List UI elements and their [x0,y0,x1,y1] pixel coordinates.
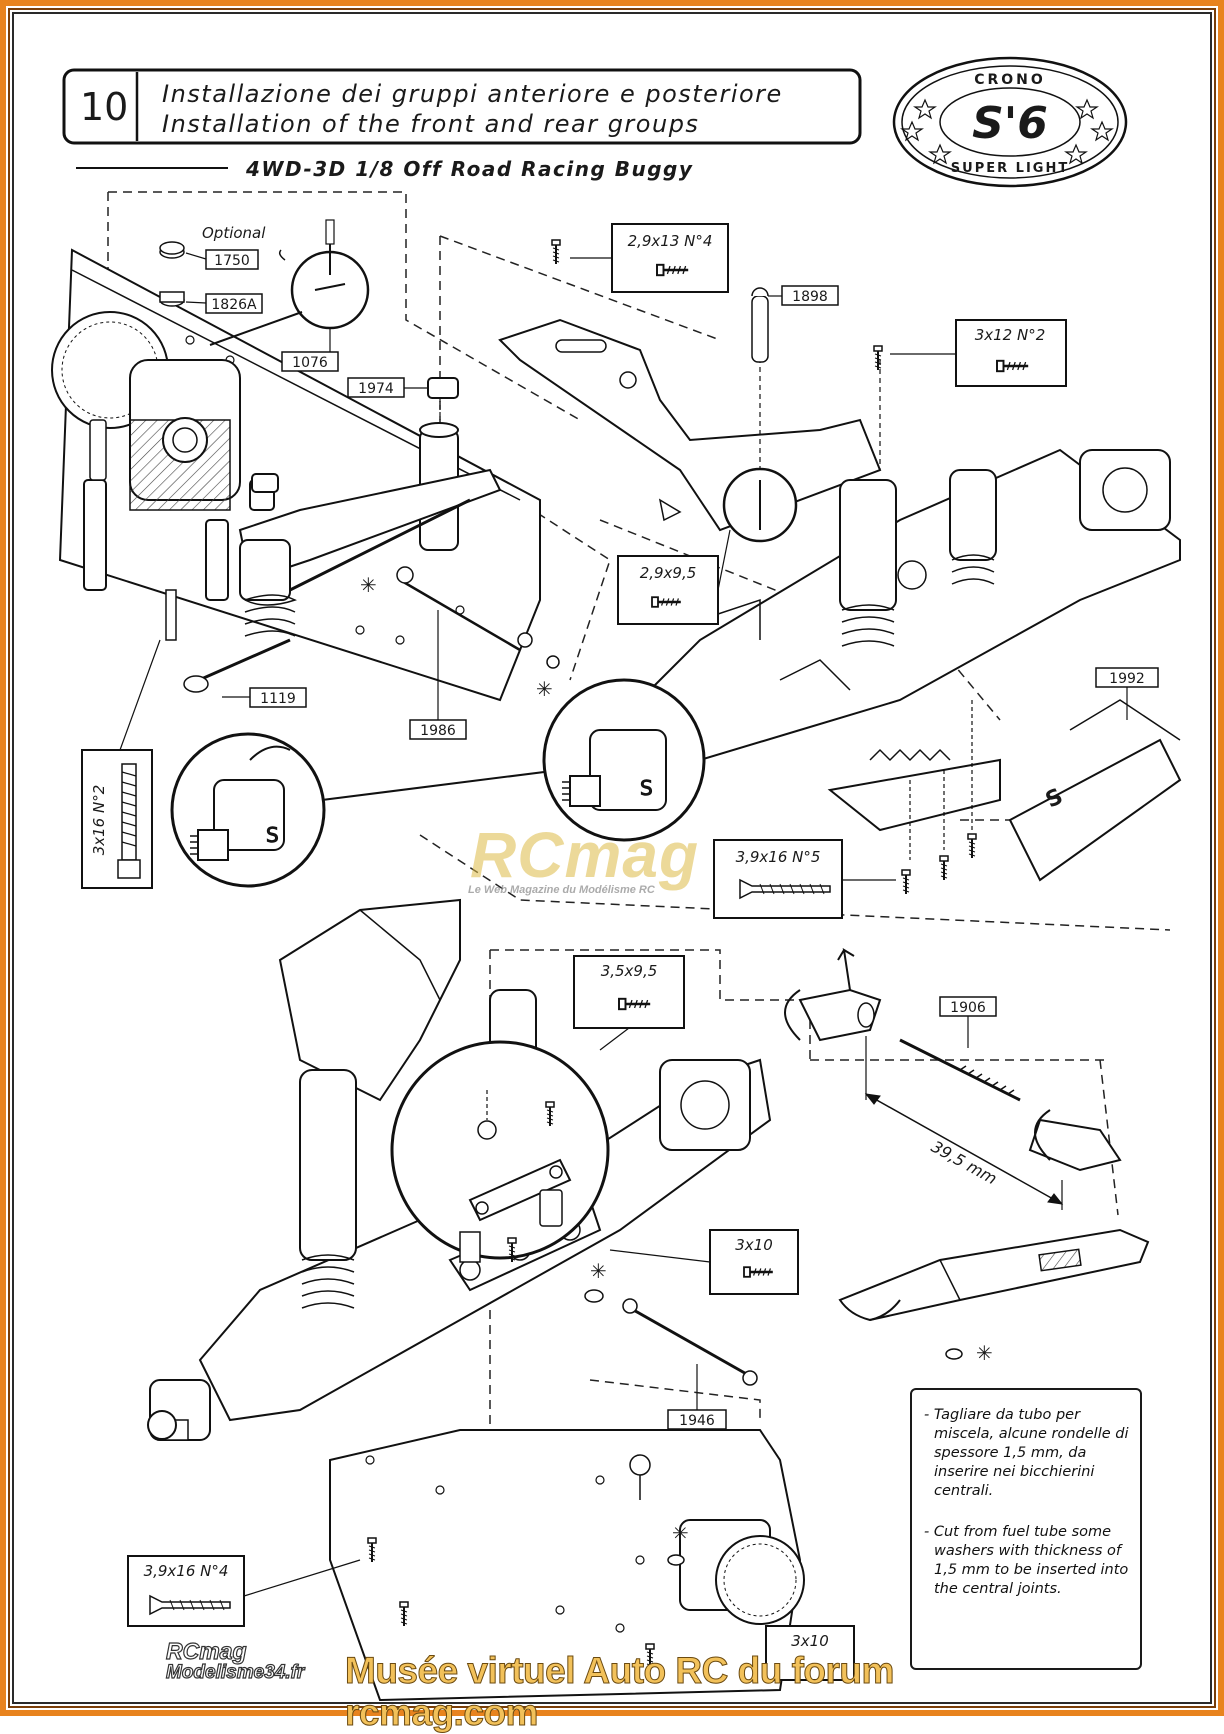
optional-label: Optional [202,224,266,242]
step-title-it: Installazione dei gruppi anteriore e pos… [162,80,783,108]
hardware-3x10-a-label: 3x10 [735,1236,773,1254]
star-icon [900,120,924,142]
hardware-3x16: 3x16 N°2 [81,639,161,889]
brand-rcmag: RCmag [165,1638,247,1664]
knuckle-detail-right: S [542,678,706,842]
hardware-3.9x16-n5-label: 3,9x16 N°5 [736,848,821,866]
brand-modelisme: Modelisme34.fr [165,1661,305,1683]
part-1898: 1898 [792,289,828,305]
hub-mark: S [266,823,279,847]
rear-plate-screws [901,700,977,895]
direction-arrow-icon [658,498,682,522]
logo-center-text: S'6 [972,98,1048,149]
watermark-main: RCmag [470,819,700,891]
part-1946: 1946 [679,1413,715,1429]
knuckle-detail-left: S [170,732,561,888]
footer-brand[interactable]: RCmag Modelisme34.fr [165,1638,305,1684]
star-icon [913,98,937,120]
part-1119: 1119 [260,691,296,707]
star-icon [1075,98,1099,120]
step-header: 10 Installazione dei gruppi anteriore e … [62,68,862,181]
rotate-arrow-icon [837,948,855,991]
inner-border [12,12,1212,1704]
rear-assembly [638,287,1181,762]
top-deck [498,318,882,532]
instruction-note: - Tagliare da tubo per miscela, alcune r… [910,1388,1142,1670]
watermark-sub: Le Web Magazine du Modélisme RC [468,884,655,896]
asterisk-mark: ✳ [976,1341,993,1365]
star-icon [1064,143,1088,165]
asterisk-mark: ✳ [360,573,377,597]
asterisk-mark: ✳ [536,677,553,701]
step-title-en: Installation of the front and rear group… [162,110,699,138]
part-1750: 1750 [214,253,250,269]
link-detail-circle [390,1040,610,1263]
hardware-upper-right: 2,9x13 N°4 1898 3x12 N°2 2,9x9,5 1992 3,… [551,223,1159,919]
note-italian: - Tagliare da tubo per miscela, alcune r… [924,1407,1129,1499]
part-1986: 1986 [420,723,456,739]
part-1992: 1992 [1109,671,1145,687]
asterisk-mark: ✳ [672,1521,689,1545]
step-number: 10 [80,85,128,129]
star-icon [928,143,952,165]
part-1826a: 1826A [211,297,257,313]
lower-chassis-plate [329,1429,805,1702]
star-icon [1090,120,1114,142]
hardware-lower: 3,5x9,5 1906 3x10 1946 3,9x16 N°4 3x10 ✳… [127,955,997,1681]
crono-logo: CRONO S'6 SUPER LIGHT [892,56,1128,188]
hardware-3x16-label: 3x16 N°2 [90,785,108,856]
rear-skid-plate [827,699,1182,882]
step-subtitle: 4WD-3D 1/8 Off Road Racing Buggy [245,157,693,181]
asterisk-mark: ✳ [590,1259,607,1283]
upper-left-hardware [159,219,459,641]
hardware-3x12-label: 3x12 N°2 [975,326,1046,344]
driveshaft-1946 [622,1298,758,1386]
hardware-3.5x9.5-label: 3,5x9,5 [601,962,658,980]
hinge-pin-1906: 39,5 mm [784,948,1122,1210]
logo-top-text: CRONO [974,72,1046,88]
note-english: - Cut from fuel tube some washers with t… [924,1524,1129,1597]
part-1906: 1906 [950,1000,986,1016]
part-1974: 1974 [358,381,394,397]
hub-mark: S [640,776,653,800]
part-1076: 1076 [292,355,328,371]
hardware-2.9x13-label: 2,9x13 N°4 [628,232,713,250]
logo-bottom-text: SUPER LIGHT [951,161,1069,176]
hardware-3.9x16-n4-label: 3,9x16 N°4 [144,1562,229,1580]
footer-caption: Musée virtuel Auto RC du forum rcmag.com [345,1650,895,1734]
upper-left-labels: Optional 1750 1826A 1076 1974 1119 1986 … [185,224,553,740]
hardware-3x10-b-label: 3x10 [791,1632,829,1650]
hardware-2.9x9.5-label: 2,9x9,5 [640,564,697,582]
hobby-knife-icon [838,1228,1150,1322]
